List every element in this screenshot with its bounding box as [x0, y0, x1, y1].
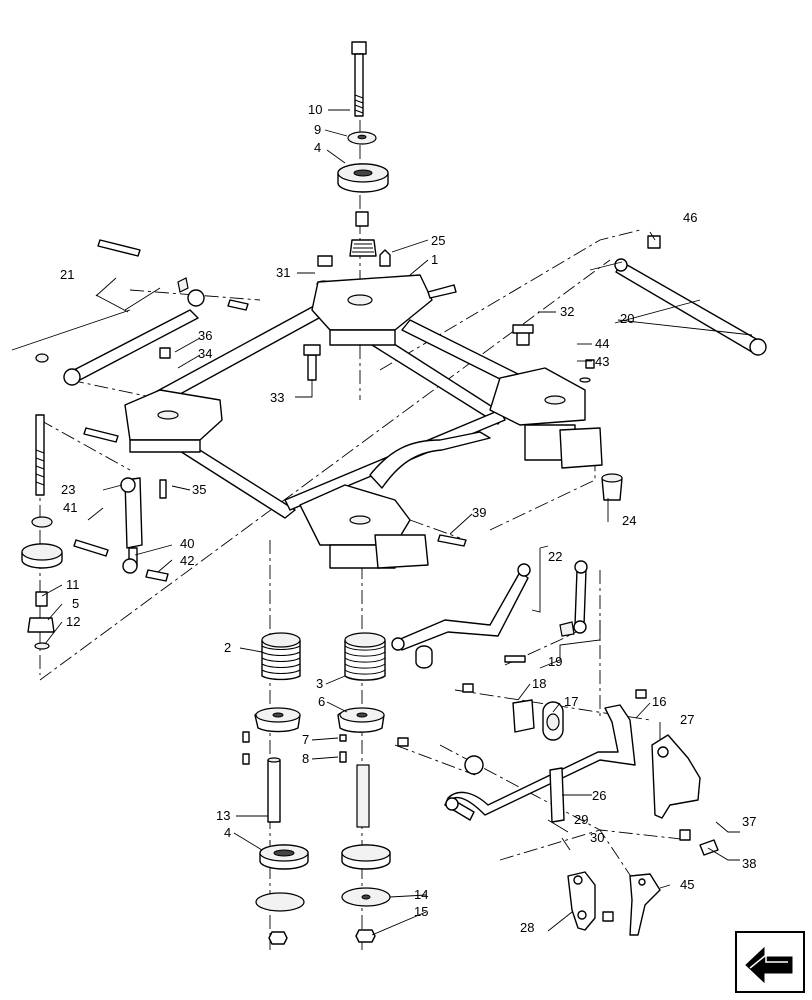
callout-13: 13	[216, 808, 230, 823]
callout-4-top: 4	[314, 140, 321, 155]
callout-19: 19	[548, 654, 562, 669]
callout-44: 44	[595, 336, 609, 351]
callout-34: 34	[198, 346, 212, 361]
callout-20: 20	[620, 311, 634, 326]
callout-45: 45	[680, 877, 694, 892]
callout-40: 40	[180, 536, 194, 551]
stabilizer-bar-22	[391, 563, 531, 669]
callout-12: 12	[66, 614, 80, 629]
link-rod-20	[614, 235, 767, 356]
spring-2	[261, 632, 301, 681]
callout-26: 26	[592, 788, 606, 803]
callout-7: 7	[302, 732, 309, 747]
next-page-arrow-icon[interactable]	[735, 931, 805, 993]
grease-pin	[379, 249, 391, 267]
callout-22: 22	[548, 549, 562, 564]
link-rod-21	[35, 277, 205, 386]
callout-41: 41	[63, 500, 77, 515]
callout-39: 39	[472, 505, 486, 520]
callout-11: 11	[66, 577, 80, 592]
callout-labels: 10 9 4 25 1 31 21 32 20 46 36 34 44 43 3…	[60, 102, 756, 935]
callout-8: 8	[302, 751, 309, 766]
callout-1: 1	[431, 252, 438, 267]
callout-21: 21	[60, 267, 74, 282]
nut-31	[317, 255, 333, 267]
bracket-27	[651, 734, 719, 856]
callout-33: 33	[270, 390, 284, 405]
fasteners	[73, 239, 595, 582]
left-mount-stack	[21, 414, 63, 650]
callout-32: 32	[560, 304, 574, 319]
callout-9: 9	[314, 122, 321, 137]
callout-6: 6	[318, 694, 325, 709]
callout-30: 30	[590, 830, 604, 845]
callout-15: 15	[414, 904, 428, 919]
callout-29: 29	[574, 812, 588, 827]
rubber-bumper-24	[601, 473, 623, 501]
callout-28: 28	[520, 920, 534, 935]
callout-25: 25	[431, 233, 445, 248]
right-mount-plate	[489, 367, 586, 426]
bolt-head	[351, 41, 367, 55]
callout-36: 36	[198, 328, 212, 343]
callout-3: 3	[316, 676, 323, 691]
callout-27: 27	[680, 712, 694, 727]
bushings-brackets	[397, 683, 647, 823]
leader-lines	[11, 109, 753, 936]
top-mount-stack	[316, 41, 391, 288]
spacer	[355, 211, 369, 227]
spring-seats	[242, 707, 385, 765]
anti-roll-bar-16	[444, 704, 636, 821]
bracket-45	[629, 873, 661, 936]
bottom-mount-plate	[299, 484, 411, 546]
callout-14: 14	[414, 887, 428, 902]
callout-46: 46	[683, 210, 697, 225]
callout-5: 5	[72, 596, 79, 611]
callout-4-bottom: 4	[224, 825, 231, 840]
callout-42: 42	[180, 553, 194, 568]
callout-38: 38	[742, 856, 756, 871]
shock-absorber-23	[120, 477, 143, 574]
callout-24: 24	[622, 513, 636, 528]
callout-35: 35	[192, 482, 206, 497]
callout-31: 31	[276, 265, 290, 280]
bolt-shank	[354, 53, 364, 117]
callout-37: 37	[742, 814, 756, 829]
callout-23: 23	[61, 482, 75, 497]
spring-3	[344, 632, 386, 681]
main-frame	[124, 274, 603, 569]
link-19	[504, 560, 588, 663]
callout-17: 17	[564, 694, 578, 709]
lower-mounts	[255, 757, 391, 945]
callout-16: 16	[652, 694, 666, 709]
callout-2: 2	[224, 640, 231, 655]
bracket-28	[567, 871, 614, 931]
callout-18: 18	[532, 676, 546, 691]
callout-10: 10	[308, 102, 322, 117]
callout-43: 43	[595, 354, 609, 369]
